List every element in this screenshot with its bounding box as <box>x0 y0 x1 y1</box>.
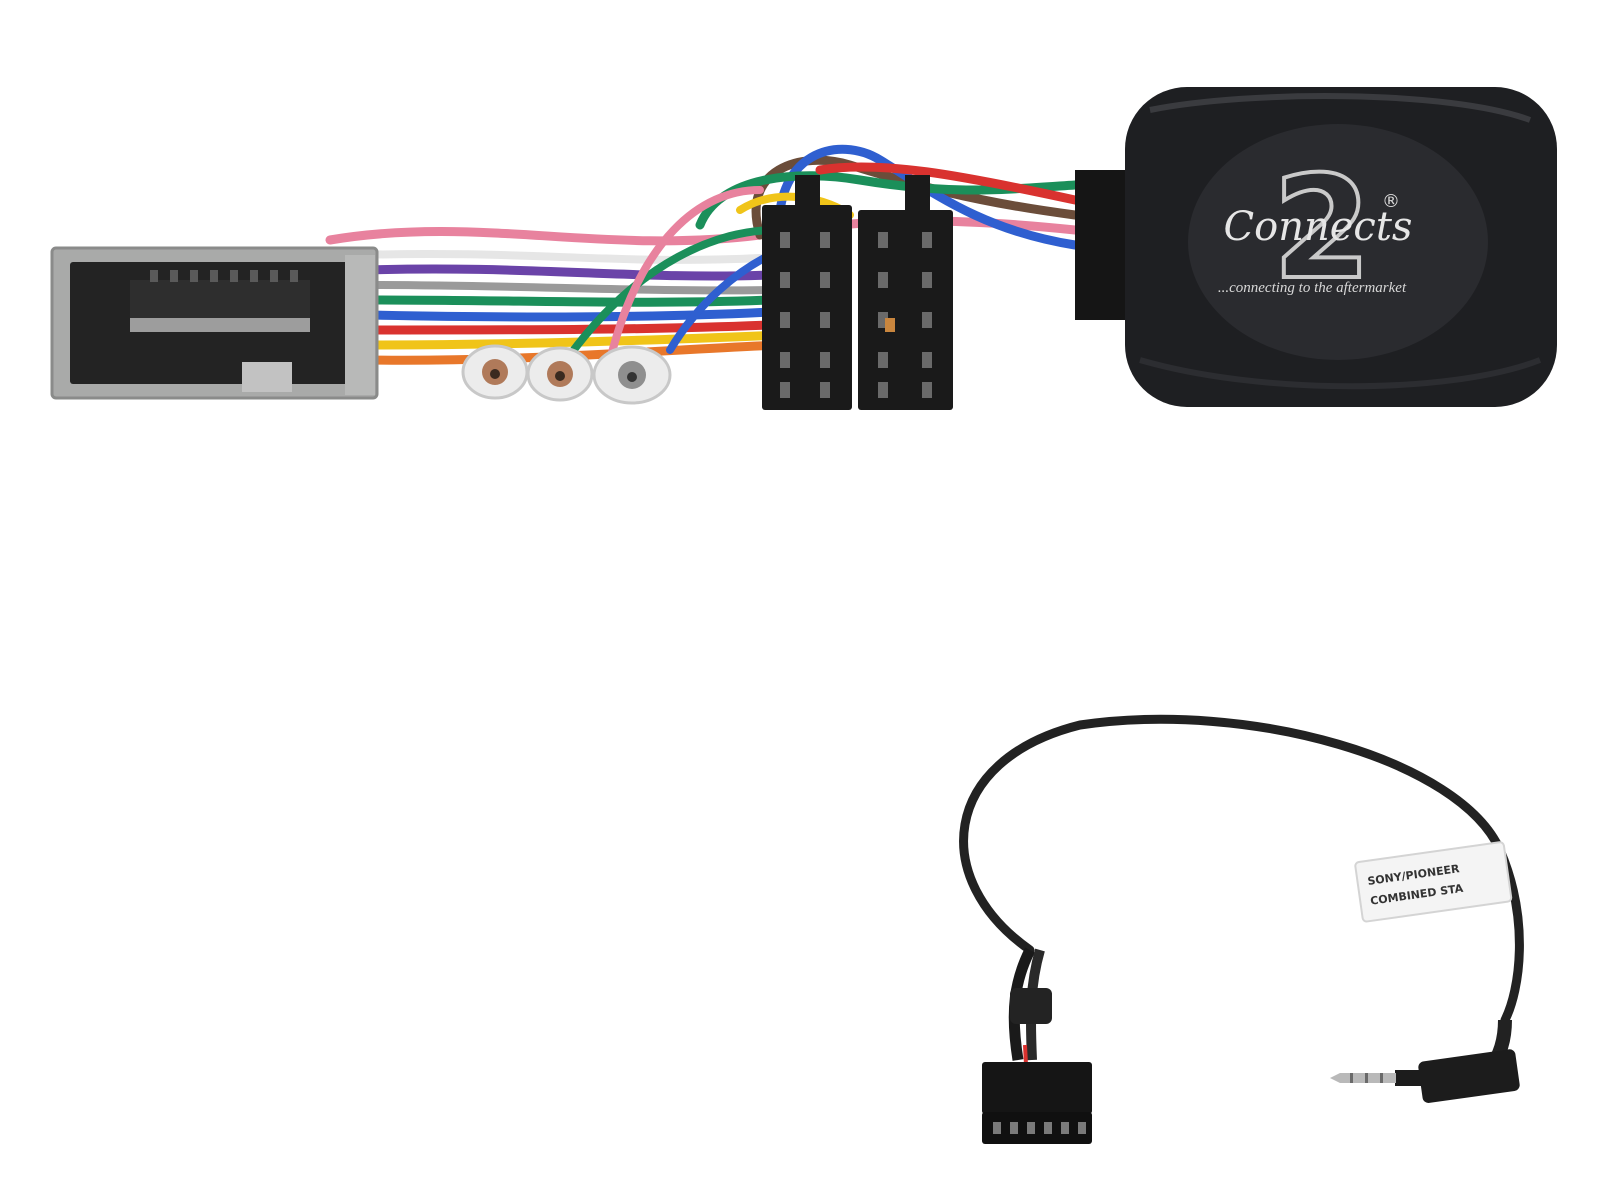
iso-connector-left <box>762 175 852 410</box>
cable-label-tag: SONY/PIONEER COMBINED STA <box>1354 841 1513 923</box>
antenna-plug-1 <box>461 344 529 400</box>
antenna-plug-2 <box>526 346 594 402</box>
iso-connector-right <box>858 175 953 410</box>
brand-logo: 2 Connects ® ...connecting to the afterm… <box>1218 144 1413 313</box>
cable-loop <box>959 714 1524 1025</box>
logo-wordmark: Connects <box>1224 204 1413 250</box>
wire-yellow-low <box>365 330 785 350</box>
cable-wire-breakout <box>1008 947 1052 1066</box>
stalk-cable: SONY/PIONEER COMBINED STA <box>959 714 1524 1144</box>
wire-bundle <box>325 144 1080 365</box>
antenna-plugs <box>461 344 672 405</box>
wire-red-loop <box>815 162 1080 205</box>
logo-tagline: ...connecting to the aftermarket <box>1218 280 1407 296</box>
antenna-plug-3 <box>592 345 672 405</box>
multi-pin-connector <box>982 1062 1092 1144</box>
interface-box: 2 Connects ® ...connecting to the afterm… <box>1075 87 1557 407</box>
wire-purple <box>365 264 775 281</box>
connector-pins <box>150 270 298 282</box>
iso-connectors <box>762 175 953 410</box>
wire-orange-low <box>365 340 785 365</box>
wire-white <box>356 249 764 264</box>
registered-mark: ® <box>1382 191 1400 212</box>
wire-grey <box>366 281 774 295</box>
logo-numeral: 2 <box>1273 146 1372 311</box>
wire-green-antenna <box>566 226 779 359</box>
wire-blue-low <box>365 307 775 322</box>
wire-blue-antenna <box>666 251 774 354</box>
vehicle-harness-connector <box>50 246 379 400</box>
wire-red-low <box>365 320 775 335</box>
jack-plug <box>1330 1019 1520 1103</box>
wire-pink-antenna <box>606 186 764 364</box>
wire-green-low <box>365 295 775 307</box>
